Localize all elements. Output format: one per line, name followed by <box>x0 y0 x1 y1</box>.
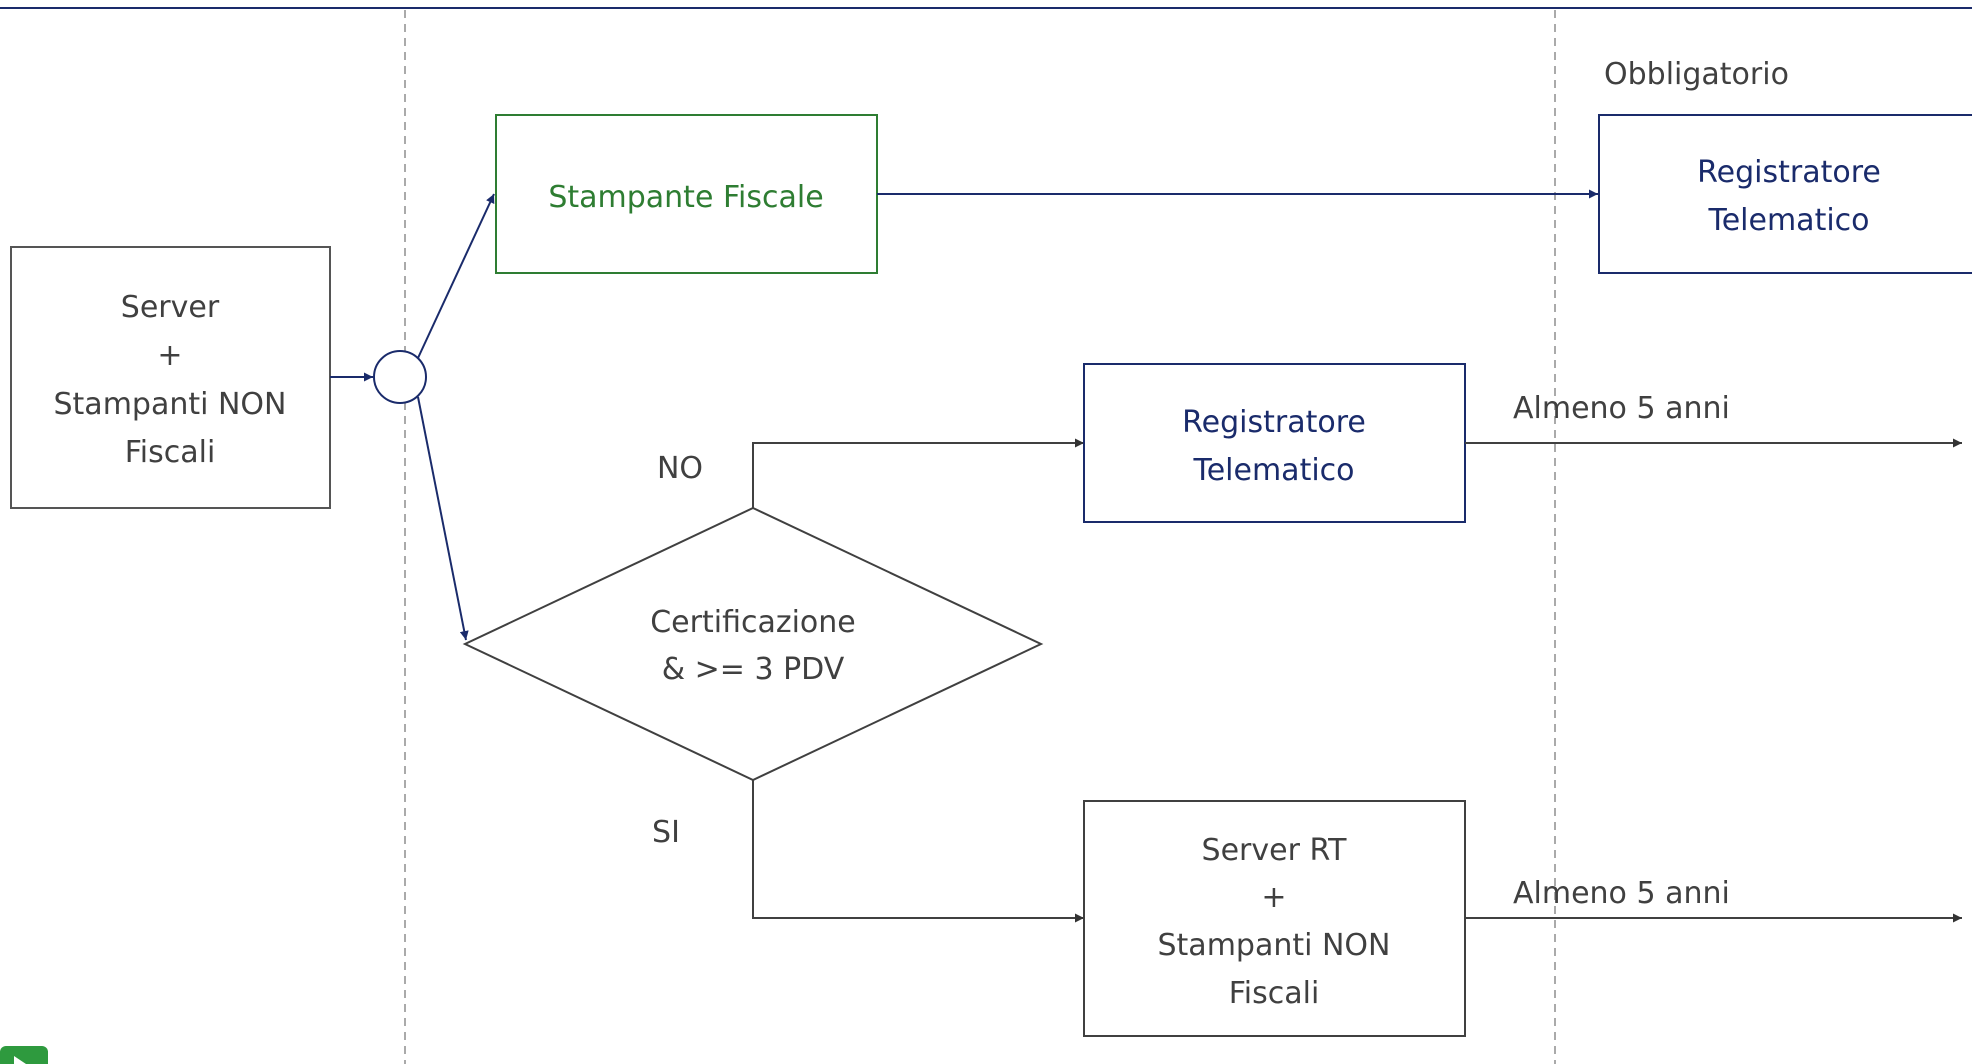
registratore-top-box <box>1598 114 1972 274</box>
arrow-junction-to-decision <box>417 396 469 641</box>
registratore-mid-line-1: Registratore <box>1182 405 1366 440</box>
stampante-fiscale-label: Stampante Fiscale <box>548 180 823 215</box>
no-label: NO <box>657 451 703 486</box>
server-source-line-1: Server <box>121 290 220 325</box>
server-rt-node: Server RT + Stampanti NON Fiscali <box>1083 800 1466 1037</box>
arrow-no-branch <box>752 438 1084 508</box>
registratore-mid-box <box>1083 363 1466 523</box>
registratore-mid-node: Registratore Telematico <box>1083 363 1466 523</box>
junction-circle <box>373 350 427 404</box>
decision-line-1: Certificazione <box>650 605 856 640</box>
server-source-node: Server + Stampanti NON Fiscali <box>10 246 331 509</box>
decision-node: Certificazione & >= 3 PDV <box>462 506 1044 782</box>
stampante-fiscale-box <box>495 114 878 274</box>
green-corner-badge-icon <box>0 1046 48 1064</box>
retention-mid-label: Almeno 5 anni <box>1513 391 1730 426</box>
registratore-top-line-1: Registratore <box>1697 155 1881 190</box>
si-label: SI <box>652 815 680 850</box>
retention-bottom-label: Almeno 5 anni <box>1513 876 1730 911</box>
arrow-si-branch <box>752 780 1084 923</box>
decision-diamond <box>462 506 1044 782</box>
server-rt-line-4: Fiscali <box>1229 976 1320 1011</box>
server-source-line-4: Fiscali <box>125 435 216 470</box>
server-rt-line-3: Stampanti NON <box>1158 928 1391 963</box>
decision-line-2: & >= 3 PDV <box>662 652 845 687</box>
server-rt-box <box>1083 800 1466 1037</box>
server-source-line-3: Stampanti NON <box>54 387 287 422</box>
stampante-fiscale-node: Stampante Fiscale <box>495 114 878 274</box>
arrow-junction-to-stampante <box>417 193 495 359</box>
registratore-top-node: Registratore Telematico <box>1598 114 1972 274</box>
server-source-line-2: + <box>157 338 182 373</box>
obbligatorio-label: Obbligatorio <box>1604 57 1789 92</box>
registratore-top-line-2: Telematico <box>1707 203 1869 238</box>
server-rt-line-1: Server RT <box>1202 833 1348 868</box>
server-rt-line-2: + <box>1261 880 1286 915</box>
registratore-mid-line-2: Telematico <box>1192 453 1354 488</box>
